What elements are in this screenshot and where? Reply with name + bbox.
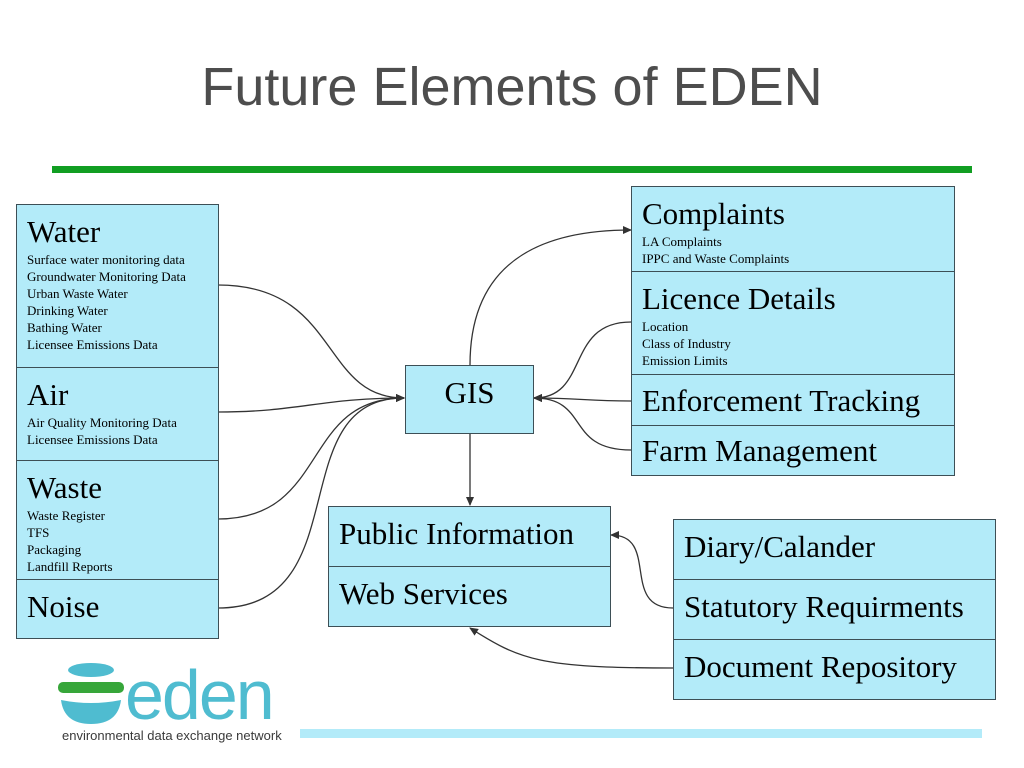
document-repository-box: Document Repository bbox=[673, 639, 996, 700]
public-information-heading: Public Information bbox=[339, 516, 575, 551]
water-heading: Water bbox=[27, 214, 101, 249]
air-item: Licensee Emissions Data bbox=[27, 432, 158, 447]
complaints-box: Complaints LA Complaints IPPC and Waste … bbox=[631, 186, 955, 272]
complaints-heading: Complaints bbox=[642, 196, 785, 231]
enforcement-tracking-box: Enforcement Tracking bbox=[631, 374, 955, 426]
footer-bar bbox=[300, 729, 982, 738]
page-title: Future Elements of EDEN bbox=[201, 57, 823, 117]
connector-document-public bbox=[469, 627, 674, 669]
complaints-item: IPPC and Waste Complaints bbox=[642, 251, 790, 266]
title-divider bbox=[52, 166, 972, 173]
connector-enforcement-gis bbox=[533, 394, 632, 403]
farm-management-heading: Farm Management bbox=[642, 433, 878, 468]
eden-wordmark: eden bbox=[125, 656, 275, 734]
connector-farm-gis bbox=[533, 394, 632, 451]
water-item: Urban Waste Water bbox=[27, 286, 128, 301]
enforcement-tracking-heading: Enforcement Tracking bbox=[642, 383, 921, 418]
farm-management-box: Farm Management bbox=[631, 425, 955, 476]
waste-item: Landfill Reports bbox=[27, 559, 113, 574]
water-item: Licensee Emissions Data bbox=[27, 337, 158, 352]
public-information-box: Public Information bbox=[328, 506, 611, 567]
web-services-heading: Web Services bbox=[339, 576, 508, 611]
diary-calander-heading: Diary/Calander bbox=[684, 529, 876, 564]
noise-box: Noise bbox=[16, 579, 219, 639]
connector-waste-gis bbox=[217, 394, 405, 520]
water-item: Drinking Water bbox=[27, 303, 108, 318]
air-heading: Air bbox=[27, 377, 69, 412]
complaints-item: LA Complaints bbox=[642, 234, 722, 249]
licence-item: Class of Industry bbox=[642, 336, 731, 351]
connector-noise-gis bbox=[217, 394, 405, 609]
statutory-requirments-heading: Statutory Requirments bbox=[684, 589, 964, 624]
licence-details-box: Licence Details Location Class of Indust… bbox=[631, 271, 955, 375]
air-item: Air Quality Monitoring Data bbox=[27, 415, 177, 430]
water-box: Water Surface water monitoring data Grou… bbox=[16, 204, 219, 368]
eden-tagline: environmental data exchange network bbox=[62, 728, 282, 743]
water-item: Surface water monitoring data bbox=[27, 252, 185, 267]
licence-item: Location bbox=[642, 319, 689, 334]
gis-heading: GIS bbox=[444, 375, 495, 410]
web-services-box: Web Services bbox=[328, 566, 611, 627]
air-box: Air Air Quality Monitoring Data Licensee… bbox=[16, 367, 219, 461]
waste-item: Waste Register bbox=[27, 508, 106, 523]
gis-box: GIS bbox=[405, 365, 534, 434]
connector-licence-gis bbox=[533, 321, 632, 402]
licence-item: Emission Limits bbox=[642, 353, 728, 368]
licence-details-heading: Licence Details bbox=[642, 281, 836, 316]
diary-calander-box: Diary/Calander bbox=[673, 519, 996, 580]
document-repository-heading: Document Repository bbox=[684, 649, 957, 684]
statutory-requirments-box: Statutory Requirments bbox=[673, 579, 996, 640]
waste-item: TFS bbox=[27, 525, 50, 540]
water-item: Bathing Water bbox=[27, 320, 102, 335]
connector-gis-complaints bbox=[469, 226, 632, 366]
water-item: Groundwater Monitoring Data bbox=[27, 269, 186, 284]
connector-statutory-public bbox=[610, 531, 674, 609]
connector-water-gis bbox=[217, 284, 405, 402]
waste-box: Waste Waste Register TFS Packaging Landf… bbox=[16, 460, 219, 580]
waste-item: Packaging bbox=[27, 542, 82, 557]
noise-heading: Noise bbox=[27, 589, 100, 624]
waste-heading: Waste bbox=[27, 470, 102, 505]
connector-air-gis bbox=[217, 394, 405, 413]
eden-logo-icon bbox=[58, 663, 124, 724]
